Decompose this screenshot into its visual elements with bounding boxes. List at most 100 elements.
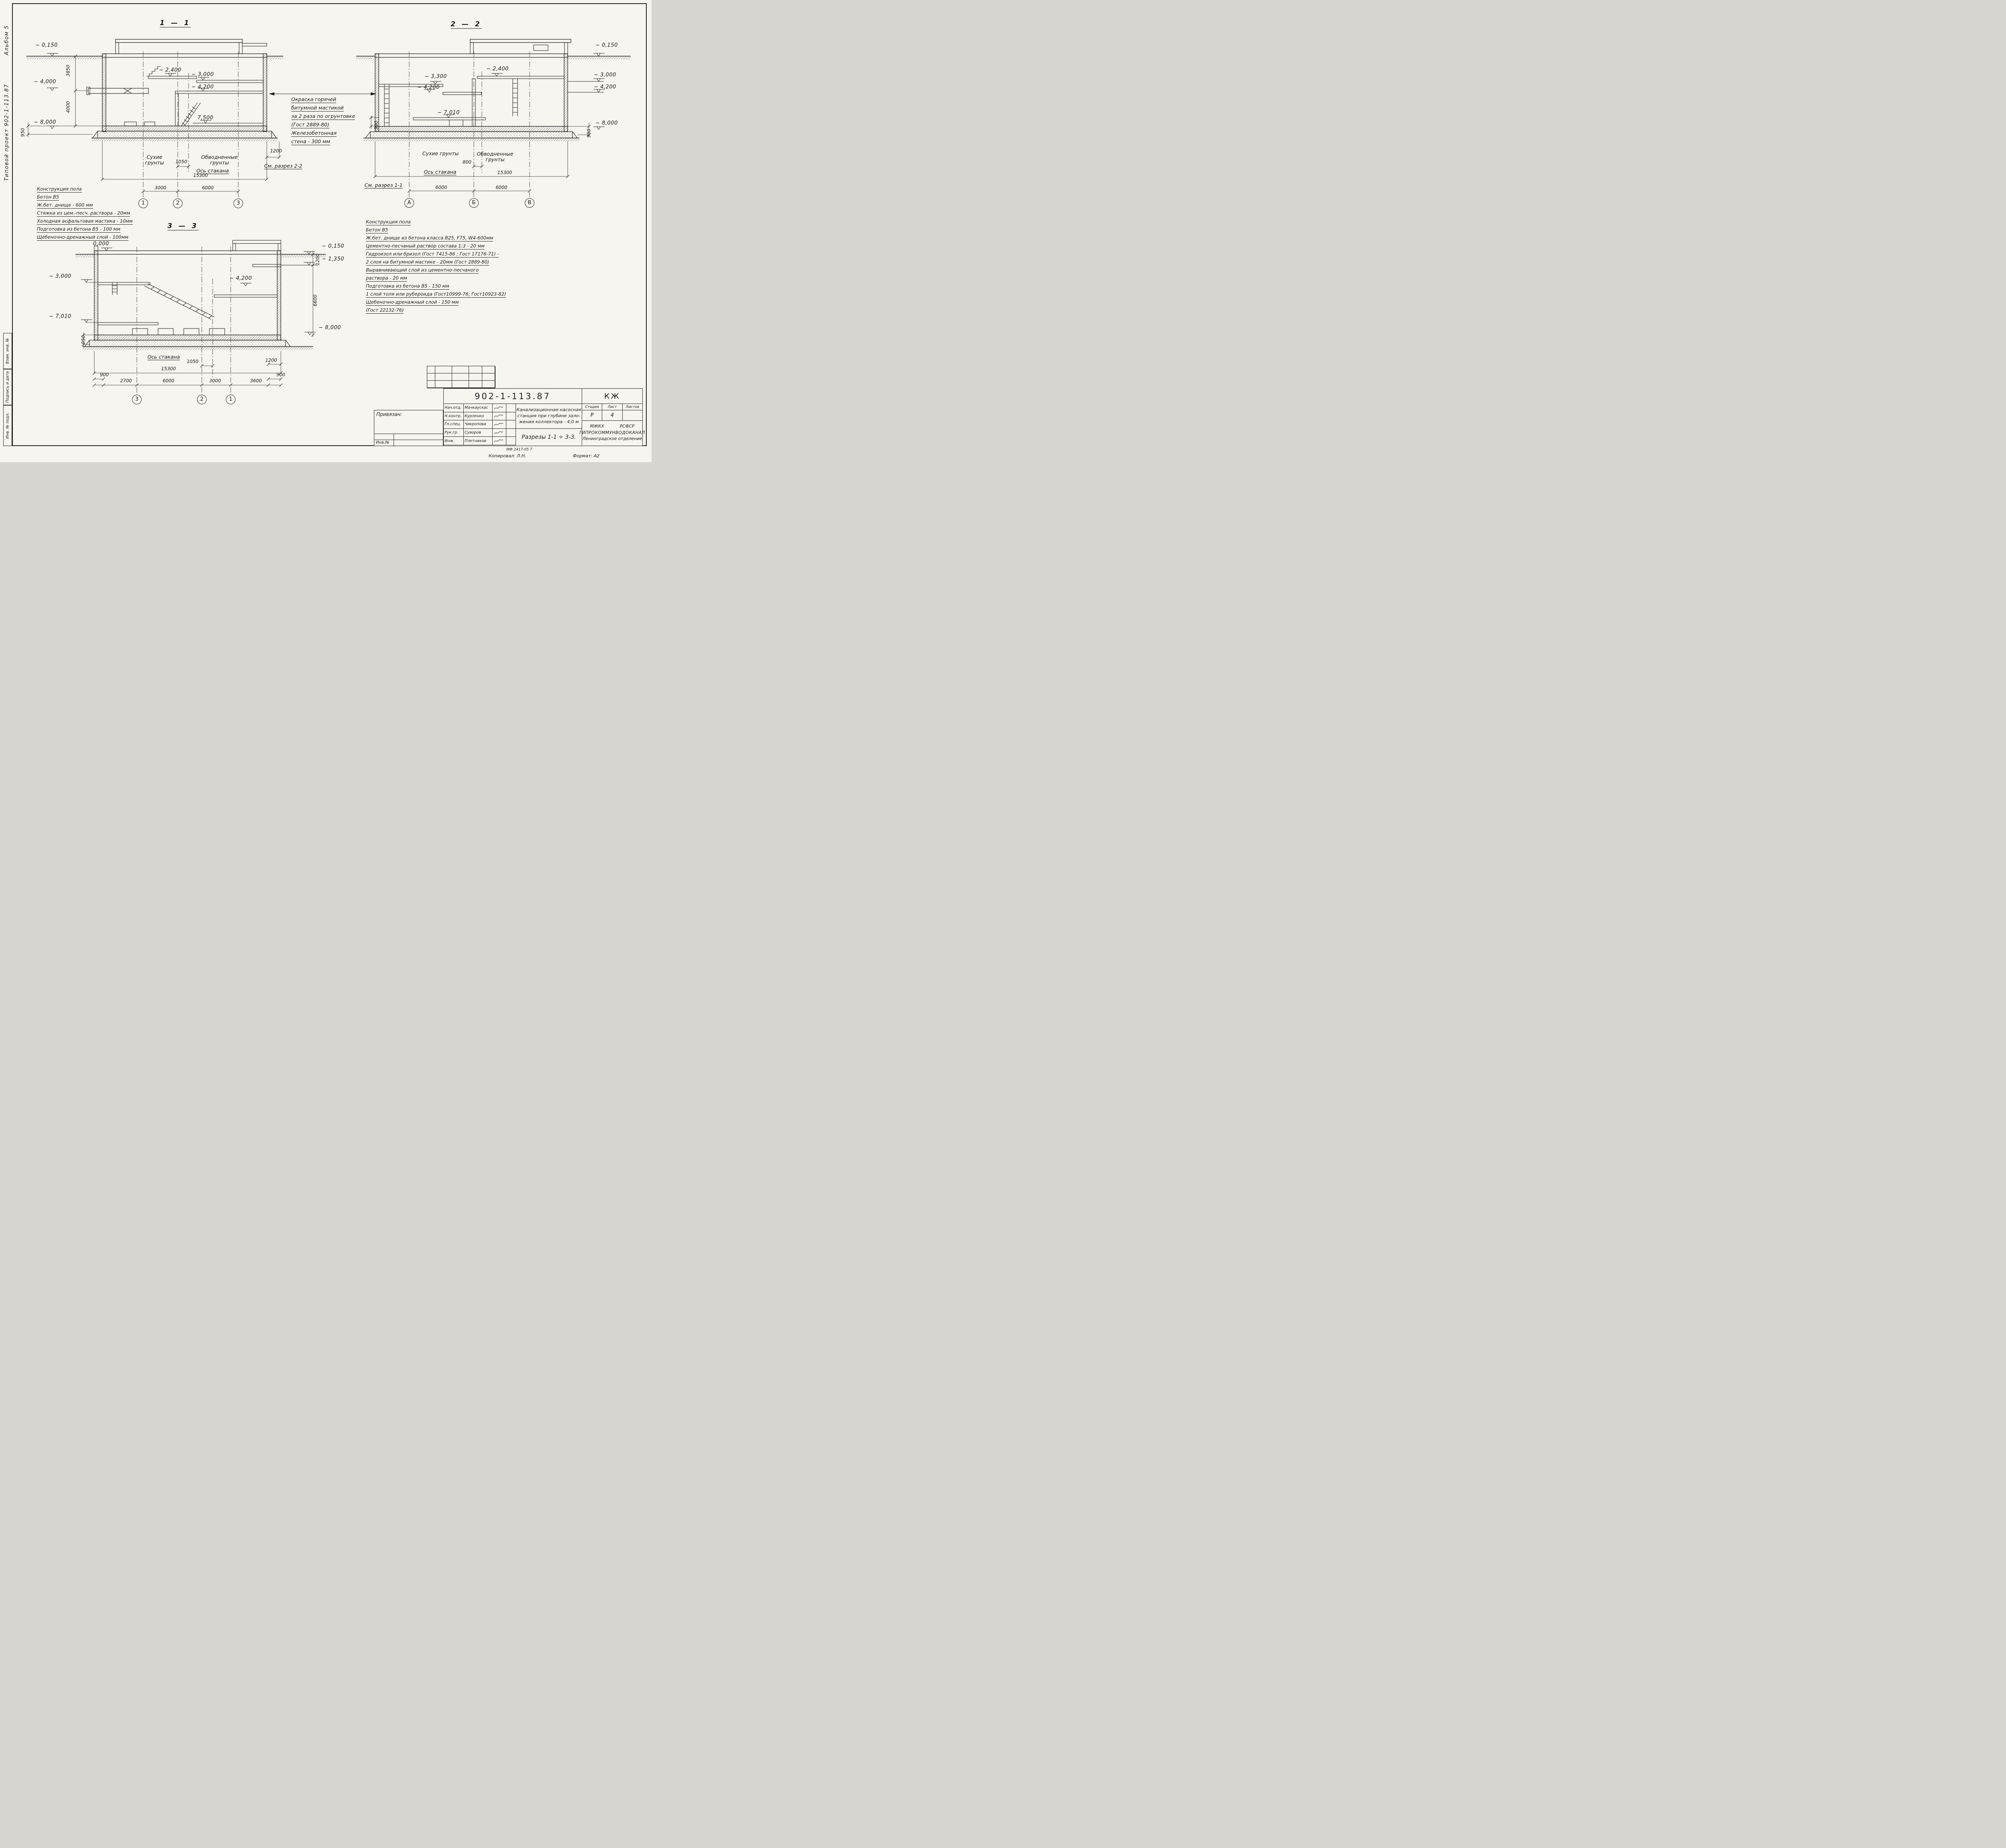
dimension-label: 1200 [315, 254, 321, 266]
signature-cell [493, 437, 506, 445]
signature-role: Инж. [444, 437, 464, 445]
signature-role: Гл.спец. [444, 420, 464, 428]
project-title: Канализационная насосная станция при глу… [516, 404, 582, 429]
revision-cell [469, 373, 482, 381]
axis-bubble: Б [469, 198, 479, 208]
signature-scribble [494, 431, 504, 434]
dimension-label: 6000 [162, 378, 175, 384]
annotation-layer: 1 — 1 − 0,150 3850 − 4,000 4000 − 8,000 950 − 2… [0, 0, 652, 462]
dimension-label: 15300 [193, 172, 208, 179]
elevation-label: − 8,000 [319, 325, 341, 331]
margin-stamp-box: Инв. № подл. [3, 405, 12, 446]
print-code: МФ 2417-05 7 [506, 448, 532, 452]
note-line: (Гост 2889-80) [291, 122, 329, 128]
dimension-label: 3000 [209, 378, 221, 384]
stage-header: Стадия [582, 404, 602, 410]
elevation-label: − 8,000 [34, 119, 56, 126]
spec-line: Цементно-песчаный раствор состава 1:3 - … [366, 243, 485, 250]
axis-bubble: 2 [197, 395, 207, 404]
signature-name: Плетников [464, 437, 493, 445]
spec-line: Выравнивающий слой из цементно-песчаного [366, 267, 479, 274]
signature-cell [493, 420, 506, 428]
spec-line: 2 слоя на битумной мастике - 20мм (Гост … [366, 259, 489, 266]
revision-cell [452, 373, 469, 381]
section-2-2-drawing [356, 39, 631, 199]
elevation-label: − 2,400 [159, 67, 181, 73]
signature-role: Рук.гр. [444, 428, 464, 437]
note-line: стена - 300 мм [291, 138, 330, 145]
signature-name: Мачкаускас [464, 404, 493, 412]
elevation-label: − 0,150 [35, 42, 58, 49]
dimension-label: 3000 [154, 185, 166, 191]
organization-block: МЖКХ РСФСР ГИПРОКОММУНВОДОКАНАЛ Ленингра… [579, 421, 645, 445]
spec-line: Ж.бет. днище - 600 мм [37, 202, 93, 209]
sheet-name: Разрезы 1-1 ÷ 3-3. [516, 429, 582, 445]
dimension-label: 900 [276, 372, 285, 378]
drawing-sheet: Альбом 5 Типовой проект 902-1-113.87 Вза… [0, 0, 652, 462]
org-ministry: МЖКХ [590, 424, 604, 429]
revision-cell [469, 366, 482, 373]
margin-stamp-box: Подпись и дата [3, 369, 12, 405]
sheets-value [623, 410, 642, 421]
signature-row: Инж.Плетников [444, 437, 516, 445]
revision-cell [482, 373, 495, 381]
dimension-label: 990 [373, 121, 379, 130]
revision-cell [427, 381, 435, 388]
dimension-label: 1050 [175, 159, 187, 165]
signature-scribble [494, 423, 504, 426]
elevation-label: − 0,150 [595, 42, 618, 49]
inventory-label: Инв.№ [376, 440, 390, 445]
dimension-label: 2700 [120, 378, 132, 384]
dimension-label: 3600 [250, 378, 262, 384]
note-line: Окраска горячей [291, 96, 336, 103]
signature-scribble [494, 439, 504, 442]
note-line: за 2 раза по огрунтовке [291, 113, 355, 120]
project-title-line: жения коллектора - 4,0 м [519, 419, 579, 424]
signature-date [506, 412, 515, 420]
elevation-label: 7,500 [197, 115, 213, 121]
project-title-line: станция при глубине зало- [517, 413, 581, 419]
dimension-label: 950 [586, 129, 592, 138]
signature-date [506, 420, 515, 428]
note-line: битумной мастикой [291, 105, 344, 112]
section-title: 1 — 1 [160, 19, 191, 27]
dimension-label: 3850 [65, 65, 71, 77]
drawing-note: Обводненные грунты [477, 151, 514, 162]
elevation-label: − 4,200 [594, 84, 616, 90]
elevation-label: 0,000 [93, 241, 109, 247]
elevation-label: − 4,000 [34, 79, 56, 85]
spec-line: Ж.бет. днище из бетона класса В25, F75, … [366, 235, 493, 241]
elevation-label: − 3,000 [191, 71, 214, 78]
elevation-label: − 2,400 [486, 66, 509, 72]
spec-line: раствора - 20 мм [366, 275, 407, 282]
section-title: 3 — 3 [167, 222, 199, 230]
axis-bubble: 1 [138, 199, 148, 208]
org-republic: РСФСР [619, 424, 635, 429]
spec-line: Конструкция пола [37, 186, 82, 193]
revision-table [427, 366, 495, 388]
signature-date [506, 404, 515, 412]
org-name: ГИПРОКОММУНВОДОКАНАЛ [579, 430, 645, 435]
signature-row: Нач.отд.Мачкаускас [444, 404, 516, 412]
signature-scribble [494, 406, 504, 410]
signature-name: Курленко [464, 412, 493, 420]
spec-line: Бетон В5 [366, 227, 388, 233]
axis-bubble: 3 [233, 199, 243, 208]
dimension-label: 4000 [65, 101, 71, 113]
drawing-note: Ось стакана [147, 354, 180, 360]
revision-cell [482, 381, 495, 388]
spec-line: 1 слой толя или рубероида (Гост10999-76;… [366, 291, 506, 298]
revision-cell [435, 366, 452, 373]
spec-line: Конструкция пола [366, 219, 411, 225]
revision-cell [482, 366, 495, 373]
signature-name: Чикропова [464, 420, 493, 428]
signature-cell [493, 428, 506, 437]
drawing-note: Ось стакана [424, 169, 457, 175]
signature-row: Н.контр.Курленко [444, 412, 516, 421]
document-number: 902-1-113.87 [444, 389, 582, 404]
revision-cell [427, 373, 435, 381]
